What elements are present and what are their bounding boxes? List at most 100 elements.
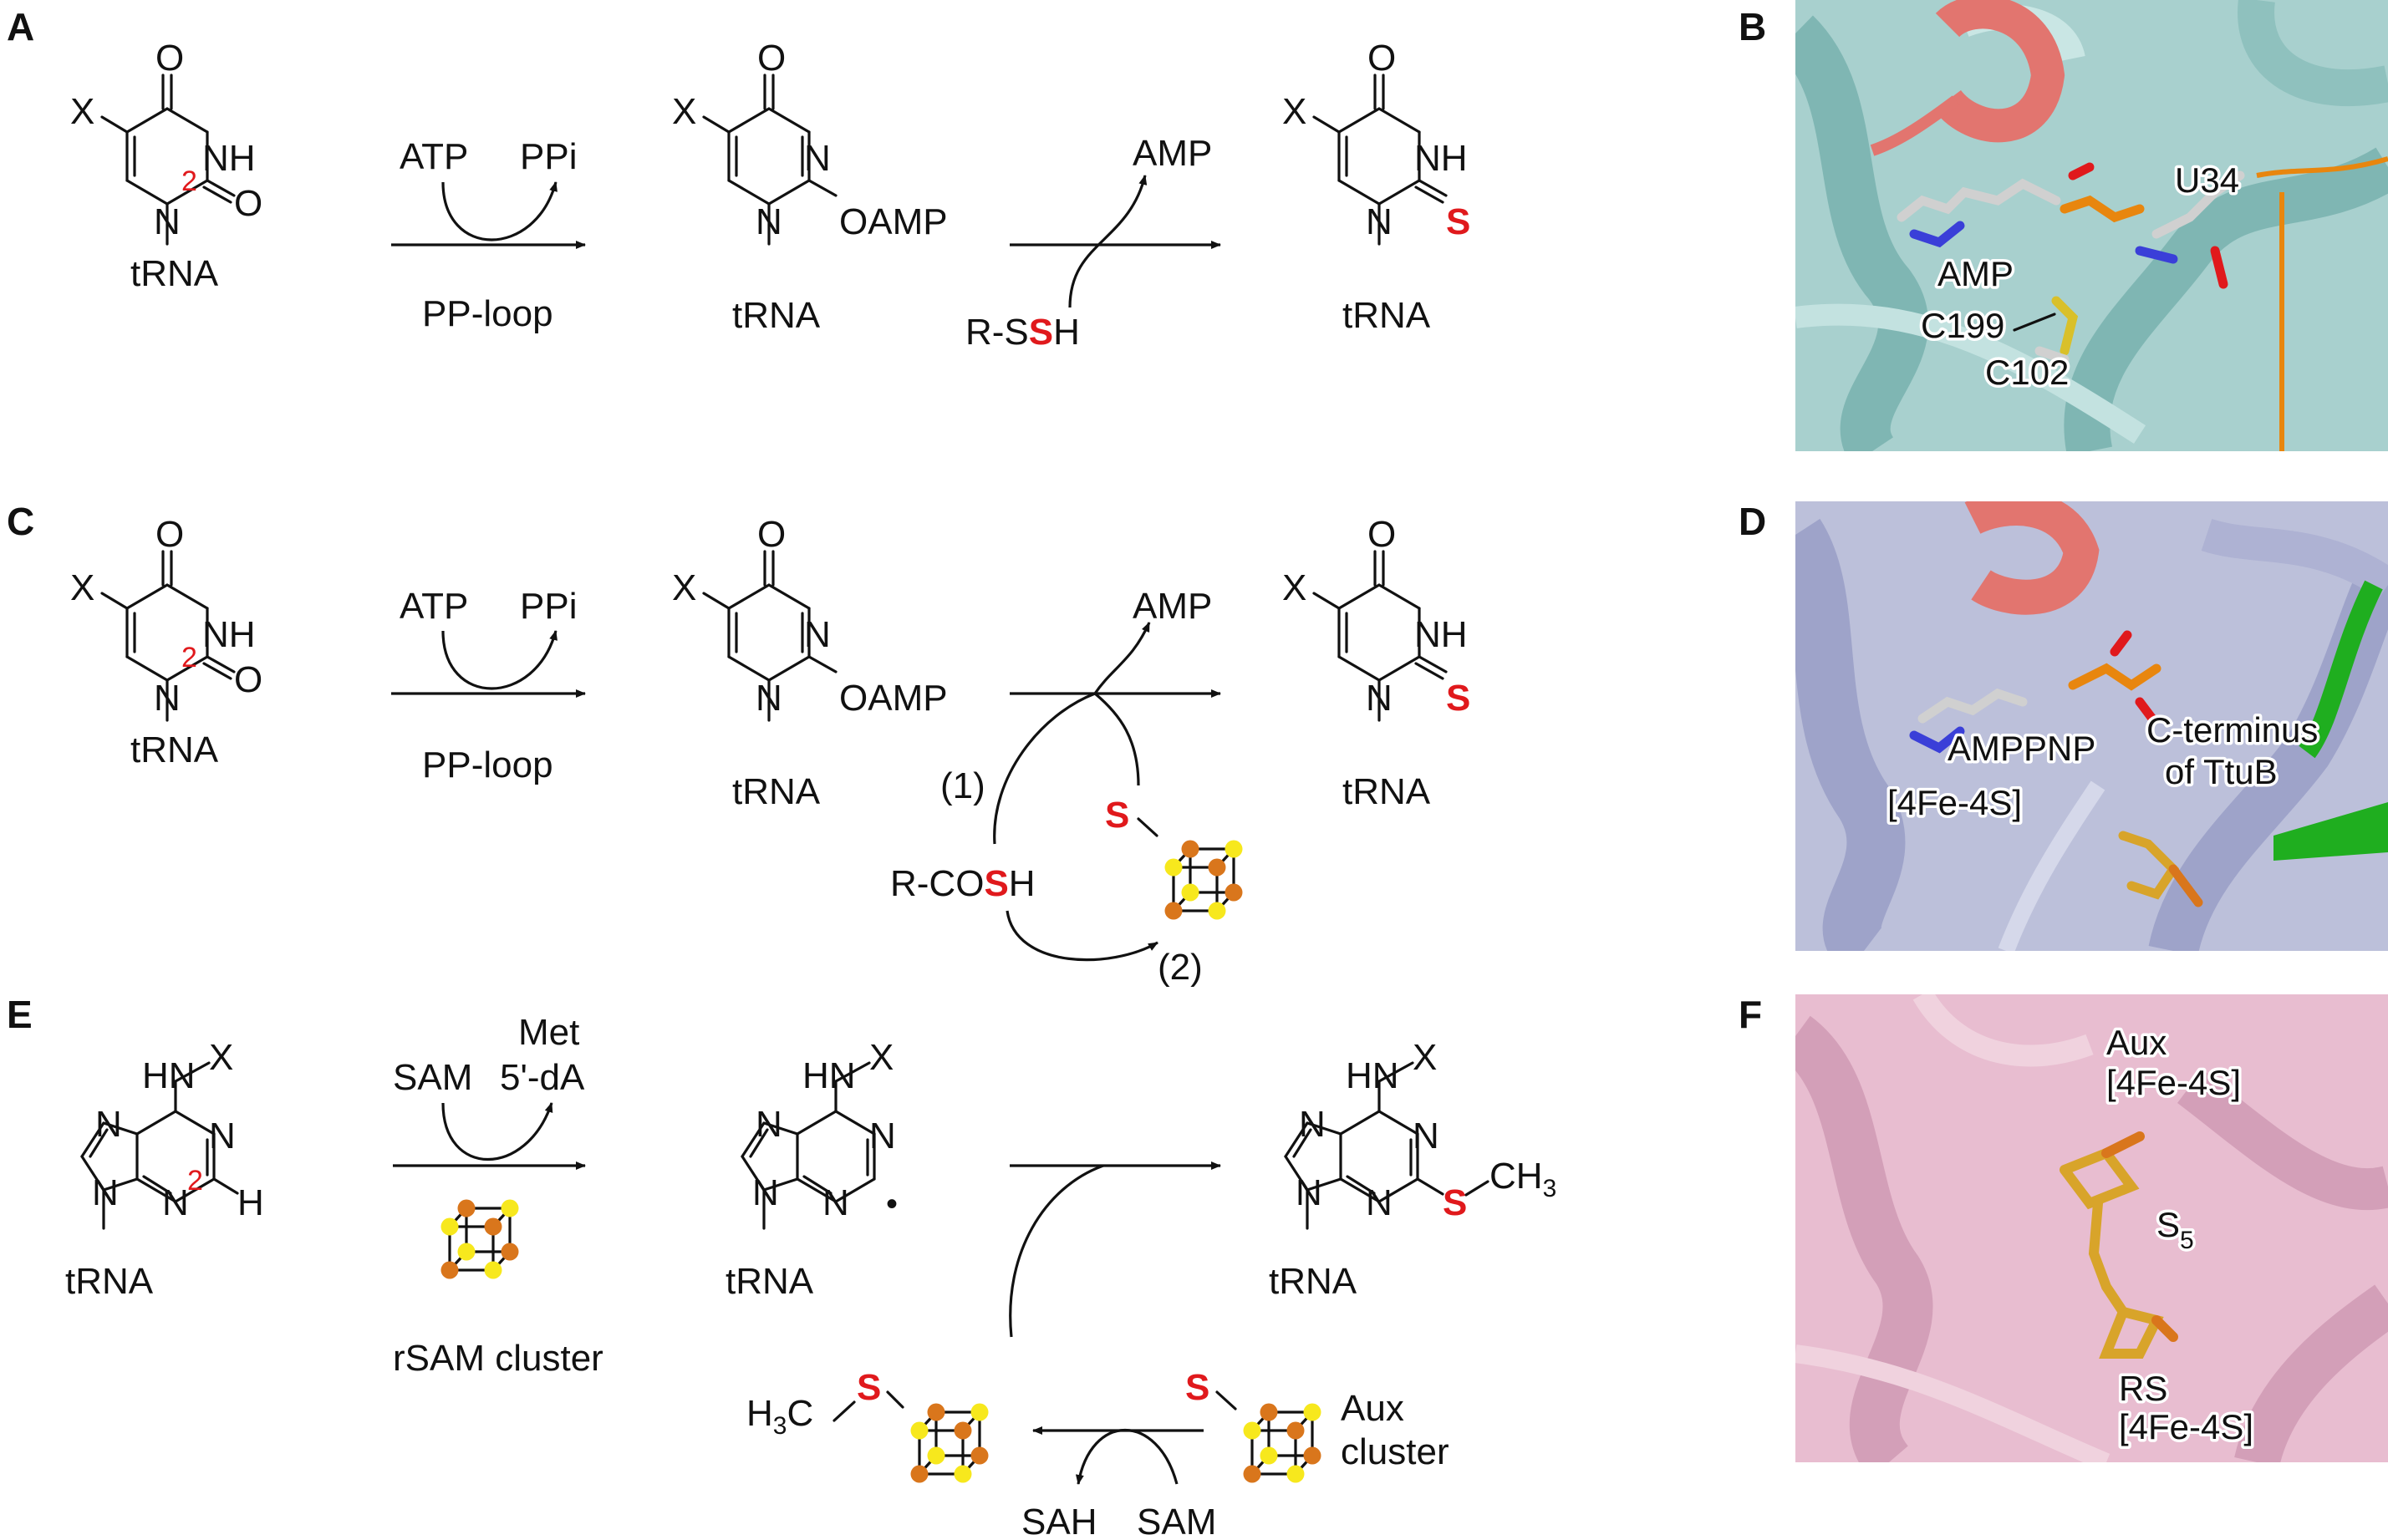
svg-text:X: X [1413, 1037, 1437, 1078]
svg-text:NH: NH [202, 138, 256, 179]
svg-text:HN: HN [142, 1055, 196, 1096]
ppi-label: PPi [520, 136, 577, 177]
panel-a-scheme: O X NH 2 O N tRNA ATP PPi PP-loop O X N … [70, 38, 1470, 353]
path-1-label: (1) [940, 765, 985, 806]
panel-c-scheme: O X NH 2 O N tRNA ATP PPi PP-loop O X N … [70, 514, 1470, 988]
rs-label: RS [2119, 1369, 2167, 1408]
sam-label: SAM [393, 1057, 472, 1098]
adenylated-intermediate: O X N OAMP N tRNA [672, 514, 948, 812]
panel-label-c: C [7, 500, 34, 543]
svg-text:X: X [672, 91, 696, 132]
sam-label: SAM [1137, 1502, 1216, 1540]
c-terminus-label: C-terminus [2146, 710, 2318, 750]
svg-text:N: N [154, 201, 181, 242]
panel-e-scheme: HN X N 2 H N N N tRNA SAM Met 5'-dA rSAM… [65, 1012, 1556, 1540]
svg-text:N: N [869, 1116, 896, 1156]
svg-text:O: O [234, 659, 262, 700]
svg-text:X: X [209, 1037, 233, 1078]
svg-text:N: N [209, 1116, 236, 1156]
svg-text:N: N [1366, 1182, 1393, 1223]
svg-text:X: X [672, 567, 696, 608]
svg-text:•: • [886, 1186, 898, 1222]
svg-text:tRNA: tRNA [130, 253, 219, 294]
svg-text:N: N [95, 1104, 122, 1145]
panel-label-e: E [7, 993, 33, 1036]
methylated-aux-cluster [909, 1401, 990, 1485]
svg-text:N: N [752, 1172, 779, 1213]
panel-d-structure: AMPPNP [4Fe-4S] C-terminus of TtuB [1795, 501, 2388, 951]
amp-ligand-label: AMP [1937, 254, 2014, 293]
sah-label: SAH [1021, 1502, 1097, 1540]
svg-text:HN: HN [802, 1055, 856, 1096]
amp-label: AMP [1133, 586, 1212, 627]
svg-text:tRNA: tRNA [732, 771, 821, 812]
ppi-label: PPi [520, 586, 577, 627]
svg-text:N: N [756, 201, 782, 242]
svg-text:N: N [1413, 1116, 1439, 1156]
svg-text:NH: NH [1414, 138, 1468, 179]
svg-text:N: N [756, 1104, 782, 1145]
svg-text:S: S [1446, 678, 1470, 719]
svg-text:O: O [1367, 514, 1396, 555]
svg-text:N: N [1296, 1172, 1322, 1213]
svg-text:N: N [804, 614, 831, 655]
amppnp-label: AMPPNP [1948, 729, 2095, 768]
svg-text:S: S [1443, 1182, 1467, 1223]
rs-cluster-label: [4Fe-4S] [2119, 1407, 2253, 1446]
cluster-bound-sulfur: S [1185, 1367, 1209, 1408]
svg-text:X: X [1282, 567, 1306, 608]
svg-text:2: 2 [181, 642, 197, 673]
panel-label-d: D [1739, 500, 1766, 543]
thiocarboxylate-donor: R-COSH [890, 863, 1036, 904]
cluster-label: cluster [1341, 1431, 1449, 1472]
svg-text:CH3: CH3 [1489, 1156, 1556, 1202]
panel-label-a: A [7, 5, 34, 48]
rsam-cluster-icon [439, 1197, 521, 1281]
svg-text:OAMP: OAMP [839, 201, 948, 242]
svg-text:NH: NH [202, 614, 256, 655]
pp-loop-label: PP-loop [422, 293, 553, 334]
svg-text:N: N [804, 138, 831, 179]
s5-label: S5 [2156, 1205, 2194, 1254]
pp-loop-label: PP-loop [422, 745, 553, 785]
svg-text:O: O [155, 514, 184, 555]
rsam-cluster-label: rSAM cluster [393, 1338, 603, 1379]
panel-b-structure: AMP U34 C199 C102 [1795, 0, 2388, 451]
aux-cluster-icon [1241, 1401, 1323, 1485]
thiouridine-product: O X NH S N tRNA [1282, 38, 1470, 336]
svg-text:X: X [1282, 91, 1306, 132]
svg-text:HN: HN [1346, 1055, 1399, 1096]
ttub-label: of TtuB [2165, 752, 2278, 791]
svg-text:S: S [1446, 201, 1470, 242]
adenosine-radical: HN X N • N N N tRNA [726, 1037, 898, 1302]
met-label: Met [518, 1012, 579, 1053]
cluster-bound-sulfur: S [1105, 795, 1129, 836]
svg-text:X: X [70, 567, 94, 608]
atp-label: ATP [400, 586, 468, 627]
aux-cluster-label: [4Fe-4S] [2106, 1063, 2241, 1102]
adenylated-intermediate: O X N OAMP N tRNA [672, 38, 948, 336]
svg-text:tRNA: tRNA [1342, 771, 1431, 812]
amp-label: AMP [1133, 133, 1212, 174]
thiouridine-product: O X NH S N tRNA [1282, 514, 1470, 812]
cluster-bound-sulfur: S [857, 1367, 881, 1408]
path-2-label: (2) [1158, 947, 1203, 988]
svg-text:tRNA: tRNA [130, 729, 219, 770]
svg-text:X: X [70, 91, 94, 132]
methyl-group: H3C [746, 1393, 813, 1440]
svg-text:N: N [1366, 201, 1393, 242]
svg-text:2: 2 [181, 165, 197, 197]
svg-text:tRNA: tRNA [65, 1261, 154, 1302]
svg-text:tRNA: tRNA [732, 295, 821, 336]
panel-label-f: F [1739, 993, 1762, 1036]
atp-label: ATP [400, 136, 468, 177]
svg-text:OAMP: OAMP [839, 678, 948, 719]
fe-s-cluster [1163, 838, 1245, 922]
svg-text:N: N [822, 1182, 849, 1223]
svg-text:tRNA: tRNA [1269, 1261, 1357, 1302]
aux-label: Aux [1341, 1388, 1404, 1429]
svg-text:O: O [234, 183, 262, 224]
svg-text:X: X [869, 1037, 894, 1078]
uracil-substrate: O X NH 2 O N tRNA [70, 514, 262, 770]
